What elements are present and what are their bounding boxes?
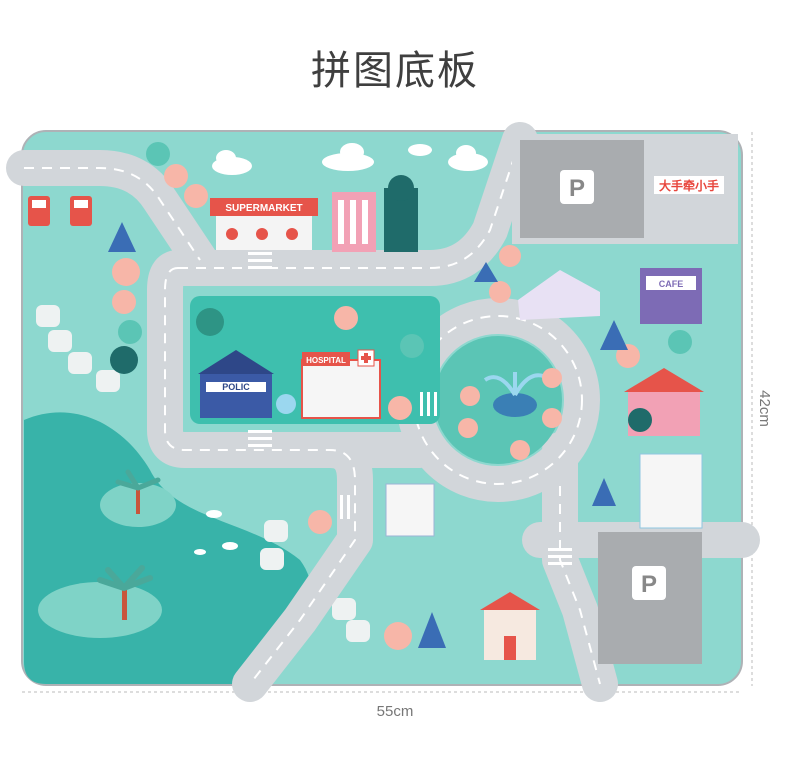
tower-dome [388, 175, 414, 201]
hospital-building [301, 349, 381, 419]
height-dimension-label: 42cm [755, 390, 773, 427]
cloud-icon [322, 143, 374, 171]
gas-pump-icon [70, 196, 92, 226]
hospital-sign: HOSPITAL [306, 356, 346, 365]
tower-windows [338, 200, 368, 244]
page-title: 拼图底板 [311, 48, 479, 94]
island [38, 582, 162, 638]
brand-logo [654, 176, 724, 194]
office-building [639, 453, 703, 529]
cafe-sign: CAFE [659, 279, 684, 289]
brand-name: 大手牵小手 [659, 178, 719, 193]
crosswalks [248, 252, 572, 565]
cloud-icon [212, 150, 252, 175]
parking-sign: P [569, 175, 585, 202]
apartment-building [518, 270, 600, 320]
white-building [385, 483, 435, 537]
parking-icon [632, 566, 666, 600]
roundabout-dashes [413, 315, 583, 485]
palm-tree-icon [97, 565, 153, 620]
tree-icons [110, 142, 692, 650]
roof [480, 592, 540, 610]
fountain-icon [493, 393, 537, 417]
parking-sign: P [641, 571, 657, 598]
police-sign: POLIC [222, 382, 250, 392]
parking-icon [560, 170, 594, 204]
supermarket-building [210, 198, 318, 250]
door [504, 636, 516, 660]
police-station-building [198, 350, 274, 418]
cloud-icon [448, 145, 488, 171]
roof [624, 368, 704, 392]
supermarket-sign: SUPERMARKET [225, 203, 302, 214]
road-dashes [24, 139, 601, 685]
cloud-icon [408, 144, 432, 156]
water-lily-icons [194, 510, 238, 555]
palm-tree-icon [115, 469, 161, 514]
width-dimension-label: 55cm [376, 703, 414, 720]
cafe-building [640, 268, 702, 324]
gas-pump-icon [28, 196, 50, 226]
stepping-stones [36, 305, 370, 642]
pine-tree-icons [108, 222, 628, 648]
